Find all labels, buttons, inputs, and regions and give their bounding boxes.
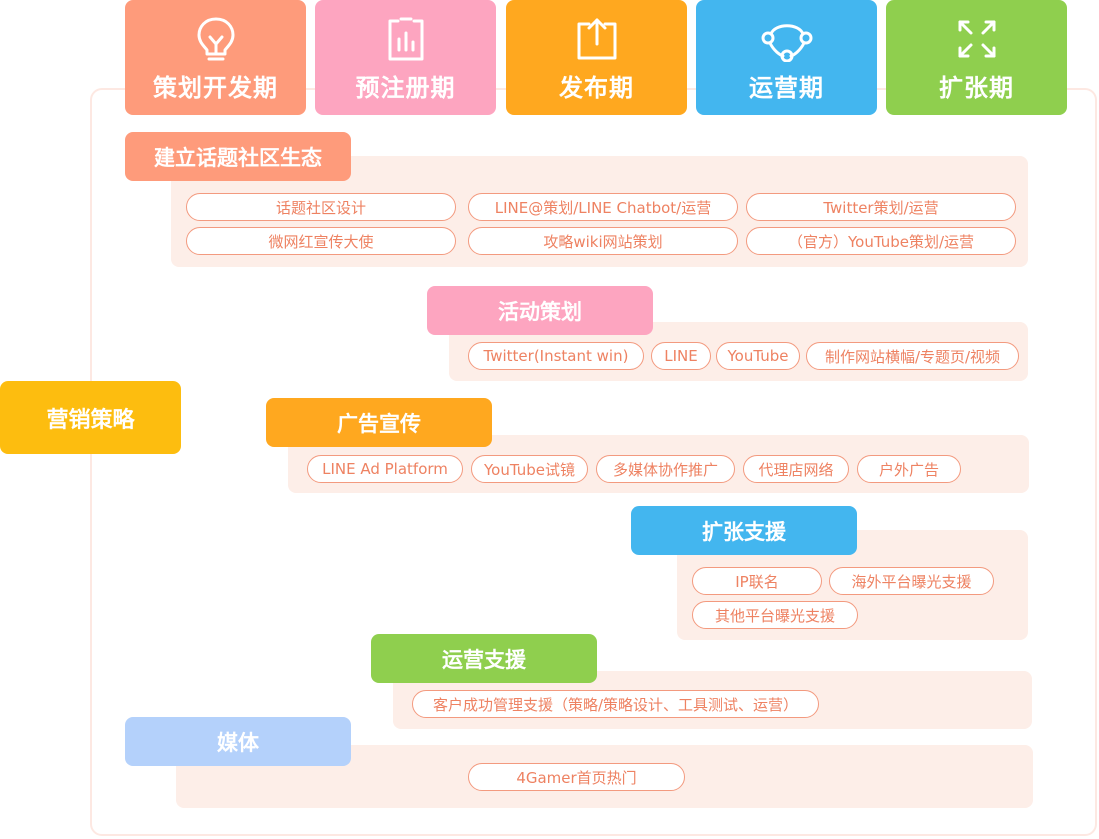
upload-icon <box>577 18 616 60</box>
tag-4gamer-homepage: 4Gamer首页热门 <box>468 763 685 791</box>
tag-multimedia-promo: 多媒体协作推广 <box>596 455 735 483</box>
tag-twitter-ops: Twitter策划/运营 <box>746 193 1016 221</box>
clipboard-chart-icon <box>388 17 423 61</box>
tag-line-chatbot: LINE@策划/LINE Chatbot/运营 <box>468 193 738 221</box>
tag-micro-influencer: 微网红宣传大使 <box>186 227 456 255</box>
tag-topic-community-design: 话题社区设计 <box>186 193 456 221</box>
section-operation-title: 运营支援 <box>371 634 597 683</box>
phase-label: 发布期 <box>559 74 634 102</box>
tag-ip-collab: IP联名 <box>692 567 822 595</box>
tag-outdoor-ads: 户外广告 <box>857 455 961 483</box>
tag-overseas-exposure: 海外平台曝光支援 <box>829 567 994 595</box>
phase-planning: 策划开发期 <box>125 0 306 115</box>
network-icon <box>761 24 812 62</box>
tag-youtube-trial: YouTube试镜 <box>471 455 588 483</box>
lightbulb-icon <box>197 17 234 61</box>
phase-launch: 发布期 <box>506 0 687 115</box>
expand-arrows-icon <box>958 20 995 58</box>
tag-line-ad-platform: LINE Ad Platform <box>307 455 463 483</box>
section-community-title: 建立话题社区生态 <box>125 132 351 181</box>
phase-label: 运营期 <box>749 74 824 102</box>
phase-operation: 运营期 <box>696 0 877 115</box>
tag-official-youtube: （官方）YouTube策划/运营 <box>746 227 1016 255</box>
phase-label: 预注册期 <box>355 74 456 102</box>
tag-other-platform-exposure: 其他平台曝光支援 <box>692 601 858 629</box>
phase-preregister: 预注册期 <box>315 0 496 115</box>
tag-twitter-instant-win: Twitter(Instant win) <box>468 342 644 370</box>
tag-customer-success: 客户成功管理支援（策略/策略设计、工具测试、运营） <box>412 690 819 718</box>
section-expansion-title: 扩张支援 <box>631 506 857 555</box>
phase-label: 策划开发期 <box>153 74 278 102</box>
tag-youtube: YouTube <box>716 342 800 370</box>
marketing-strategy-label: 营销策略 <box>0 381 181 454</box>
tag-agency-network: 代理店网络 <box>743 455 849 483</box>
section-ads-title: 广告宣传 <box>266 398 492 447</box>
tag-wiki-site: 攻略wiki网站策划 <box>468 227 738 255</box>
phase-expansion: 扩张期 <box>886 0 1067 115</box>
tag-line: LINE <box>651 342 711 370</box>
section-media-title: 媒体 <box>125 717 351 766</box>
tag-banner-video: 制作网站横幅/专题页/视频 <box>806 342 1019 370</box>
phase-label: 扩张期 <box>939 74 1014 102</box>
section-events-title: 活动策划 <box>427 286 653 335</box>
